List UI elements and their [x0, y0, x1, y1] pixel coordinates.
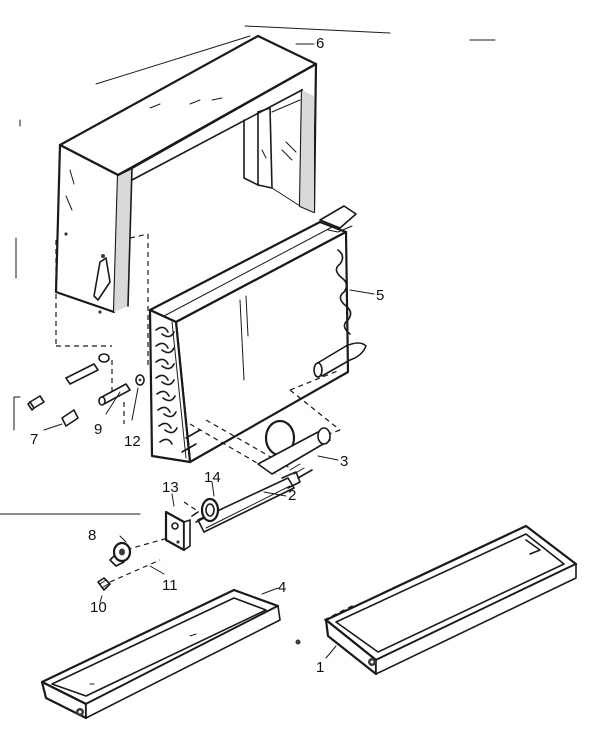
callout-8: 8 — [88, 527, 96, 544]
callout-6: 6 — [316, 35, 324, 52]
callout-9: 9 — [94, 421, 102, 438]
cabinet-frame — [54, 34, 318, 314]
mounting-bracket — [164, 510, 191, 552]
base-pan-right — [295, 524, 578, 676]
shaft-assembly — [191, 471, 301, 533]
callout-11: 11 — [162, 577, 178, 594]
condenser-coil — [148, 205, 367, 464]
bolt-7b — [61, 409, 79, 427]
base-pan-left — [40, 588, 281, 720]
rod-9 — [98, 383, 131, 406]
callout-7: 7 — [30, 431, 38, 448]
callout-12: 12 — [124, 433, 141, 450]
callout-labels: 6 5 3 2 14 13 8 10 11 4 1 7 9 12 — [30, 35, 384, 676]
fasteners-left — [27, 353, 145, 431]
callout-4: 4 — [278, 579, 286, 596]
washer-12 — [135, 374, 145, 386]
coil-tube-elbow — [313, 342, 367, 378]
leader-lines — [99, 43, 375, 659]
callout-10: 10 — [90, 599, 107, 616]
callout-2: 2 — [288, 487, 296, 504]
scan-marks — [0, 25, 496, 515]
screw-10 — [97, 577, 111, 591]
bolt-7a — [27, 395, 45, 411]
callout-1: 1 — [316, 659, 324, 676]
callout-13: 13 — [162, 479, 179, 496]
callout-5: 5 — [376, 287, 384, 304]
callout-14: 14 — [204, 469, 221, 486]
coil-return-bends — [155, 326, 178, 445]
nut-8 — [109, 541, 132, 567]
standoff-rod — [65, 353, 110, 385]
fan-motor — [257, 427, 331, 479]
callout-3: 3 — [340, 453, 348, 470]
